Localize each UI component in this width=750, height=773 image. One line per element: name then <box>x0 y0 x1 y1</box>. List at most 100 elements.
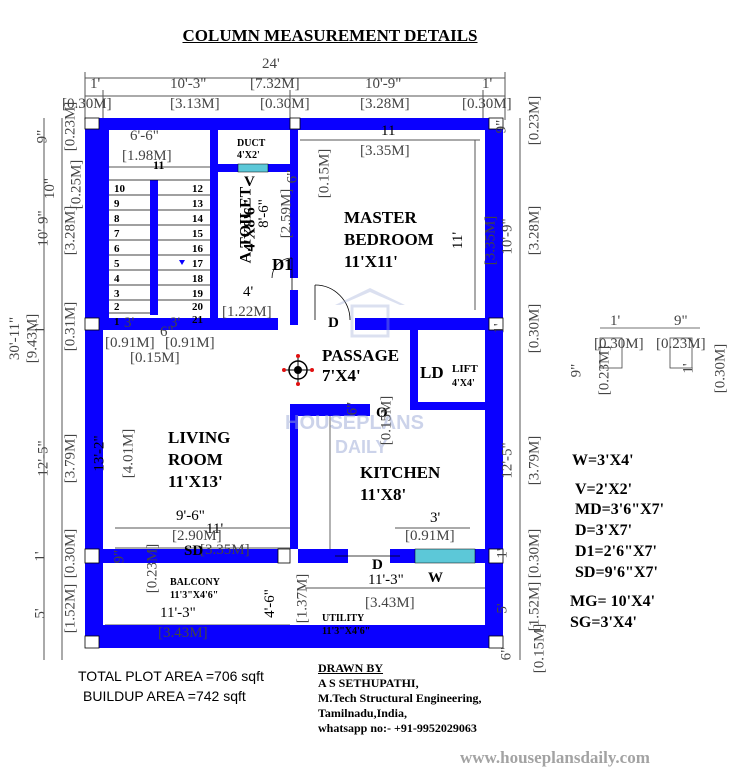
stair-treads <box>109 179 210 314</box>
stair-step-1: 1 <box>114 316 120 328</box>
stair-width-m: [1.98M] <box>122 148 172 164</box>
dimension-lines <box>43 72 521 660</box>
legend-main-door: MD=3'6"X7' <box>575 501 665 518</box>
stair-width: 6'-6" <box>130 128 159 144</box>
stair-step-6: 6 <box>114 243 120 255</box>
kitchen-window <box>414 548 476 564</box>
dim-right-m-2: [3.28M] <box>526 205 543 256</box>
stair-step-4: 4 <box>114 273 120 285</box>
stair-flight: 10" <box>42 177 59 200</box>
stair-step-9: 9 <box>114 198 120 210</box>
kitchen-window-width: 3' <box>430 510 441 526</box>
vent-window <box>237 163 269 173</box>
balcony-name: BALCONY <box>170 577 221 588</box>
stair-step-5: 5 <box>114 258 120 270</box>
stair-step-3: 3 <box>114 288 120 300</box>
living-width: 11' <box>206 521 224 537</box>
door-swings <box>271 257 400 557</box>
stair-step-17: 17 <box>192 258 203 270</box>
dim-top-m-2: [3.13M] <box>170 96 220 112</box>
duct-size: 4'X2' <box>237 150 260 161</box>
column-w1-m: [0.30M] <box>594 336 644 352</box>
stair-bottom-1: 3' <box>124 315 135 331</box>
stair-step-12: 12 <box>192 183 203 195</box>
kitchen-wall: 6" <box>344 401 361 416</box>
dim-right-m-4: [3.79M] <box>526 435 543 486</box>
legend-door: D=3'X7' <box>575 522 633 539</box>
stair-step-13: 13 <box>192 198 203 210</box>
dim-left-m-6: [1.52M] <box>62 583 79 634</box>
compass-icon <box>282 354 314 386</box>
stair-bottom-m-2: [0.91M] <box>165 335 215 351</box>
watermark-logo-icon <box>335 288 405 338</box>
legend-side-gate: SG=3'X4' <box>570 614 637 631</box>
toilet-door: D1 <box>272 255 293 274</box>
passage-name: PASSAGE <box>322 346 400 365</box>
stair-flight-m: [0.25M] <box>68 159 85 210</box>
column-blocks <box>84 117 504 649</box>
stair-step-16: 16 <box>192 243 203 255</box>
dim-overall-height: 30'-11" <box>7 316 24 361</box>
living-inner-width-m: [2.90M] <box>172 528 222 544</box>
column-w2: 9" <box>674 313 688 329</box>
balcony-width: 11'-3" <box>160 605 196 621</box>
legend-window: W=3'X4' <box>572 452 634 469</box>
utility-width-m: [3.43M] <box>365 595 415 611</box>
kitchen-name: KITCHEN <box>360 463 441 482</box>
dim-right-2: 10'-9" <box>499 218 516 255</box>
living-name-1: LIVING <box>168 428 231 447</box>
dim-left-m-3: [0.31M] <box>62 301 79 352</box>
page-title: COLUMN MEASUREMENT DETAILS <box>182 26 478 45</box>
living-inner-width: 9'-6" <box>176 508 205 524</box>
dim-right-m-5: [0.30M] <box>526 528 543 579</box>
stair-step-10: 10 <box>114 183 125 195</box>
master-height-m: [3.35M] <box>482 215 499 266</box>
passage-size: 7'X4' <box>322 366 361 385</box>
utility-width: 11'-3" <box>368 572 404 588</box>
dim-top-4: 1' <box>482 76 493 92</box>
balcony-width-m: [3.43M] <box>158 625 208 641</box>
stair-arrow-icon <box>179 260 185 265</box>
stair-step-14: 14 <box>192 213 203 225</box>
dim-top-m-1: [0.30M] <box>62 96 112 112</box>
stair-landing: 11 <box>153 158 165 172</box>
dim-right-m-7: [0.15M] <box>531 623 548 674</box>
drawn-by-contact: whatsapp no:- +91-9952029063 <box>318 721 477 735</box>
toilet-wall: 6" <box>284 169 301 184</box>
master-size: 11'X11' <box>344 252 398 271</box>
stair-gap-m: [0.15M] <box>130 350 180 366</box>
drawn-by-name: A S SETHUPATHI, <box>318 676 419 690</box>
watermark-text-2: DAILY <box>335 437 388 457</box>
dim-top-3: 10'-9" <box>365 76 402 92</box>
stair-step-21: 21 <box>192 314 203 326</box>
stair-step-7: 7 <box>114 228 120 240</box>
dim-right-7: 6" <box>498 646 515 661</box>
dim-top-1: 1' <box>90 76 101 92</box>
dim-top-m-4: [3.28M] <box>360 96 410 112</box>
living-size: 11'X13' <box>168 472 223 491</box>
stair-step-2: 2 <box>114 301 120 313</box>
lift-door: LD <box>420 363 444 382</box>
vent-label: V <box>244 174 255 190</box>
master-width: 11 <box>381 123 396 139</box>
plot-area: TOTAL PLOT AREA =706 sqft <box>78 668 264 684</box>
dim-right-5: 1' <box>494 548 511 559</box>
balcony-size: 11'3"X4'6" <box>170 590 219 601</box>
website-link[interactable]: www.houseplansdaily.com <box>460 748 650 767</box>
kitchen-window-width-m: [0.91M] <box>405 528 455 544</box>
master-height: 11' <box>450 231 467 250</box>
toilet-width-m: [1.22M] <box>222 304 272 320</box>
column-w2-m: [0.23M] <box>656 336 706 352</box>
dim-left-1: 9" <box>34 129 51 144</box>
utility-name: UTILITY <box>322 613 365 624</box>
dim-left-m-4: [3.79M] <box>62 433 79 484</box>
drawn-by-degree: M.Tech Structural Engineering, <box>318 691 482 705</box>
living-height-m: [4.01M] <box>120 428 137 479</box>
dim-right-6: 5' <box>494 603 511 614</box>
dim-right-4: 12'-5" <box>499 442 516 479</box>
dim-left-6: 5' <box>32 608 49 619</box>
lift-name: LIFT <box>452 363 478 375</box>
legend-main-gate: MG= 10'X4' <box>570 593 656 610</box>
kitchen-door: D <box>372 557 383 573</box>
balcony-wall: 9" <box>111 549 128 564</box>
